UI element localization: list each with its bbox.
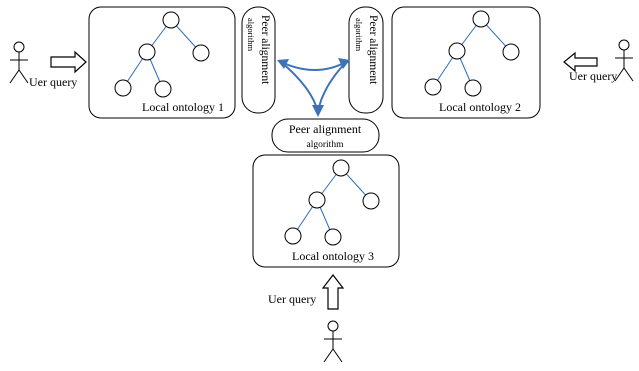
ontology-label-2: Local ontology 2: [439, 100, 521, 114]
alignment-connectors: [277, 58, 350, 117]
query-arrow-left: [50, 50, 87, 74]
user-query-label-right: Uer query: [569, 69, 617, 83]
alignment-box-right: Peer alignment algorithm: [348, 6, 384, 114]
connector-arrowhead-left: [277, 59, 289, 69]
user-query-label-left: Uer query: [29, 75, 77, 89]
alignment-box-left: Peer alignment algorithm: [241, 6, 276, 114]
user-query-label-bottom: Uer query: [268, 292, 316, 306]
connector-left-right: [280, 61, 347, 71]
alignment-left-line2: algorithm: [246, 18, 256, 51]
user-figure-right: [614, 39, 634, 82]
connector-arrowhead-right: [338, 58, 350, 69]
user-figure-bottom: [323, 320, 343, 363]
alignment-right-line2: algorithm: [354, 18, 364, 51]
ontology-box-1: Local ontology 1: [88, 6, 236, 119]
alignment-bottom-line2: algorithm: [307, 140, 345, 150]
ontology-label-1: Local ontology 1: [142, 100, 224, 114]
ontology-box-3: Local ontology 3: [252, 154, 400, 268]
ontology-label-3: Local ontology 3: [292, 249, 374, 263]
alignment-box-bottom: Peer alignment algorithm: [271, 118, 380, 153]
query-arrow-bottom: [321, 274, 345, 310]
connector-arrowhead-bottom: [312, 105, 324, 117]
ontology-box-2: Local ontology 2: [391, 6, 541, 119]
alignment-left-line1: Peer alignment: [259, 15, 271, 85]
user-figure-left: [9, 41, 29, 84]
alignment-bottom-line1: Peer alignment: [289, 122, 362, 136]
query-arrow-right: [563, 51, 598, 73]
alignment-right-line1: Peer alignment: [367, 15, 379, 85]
